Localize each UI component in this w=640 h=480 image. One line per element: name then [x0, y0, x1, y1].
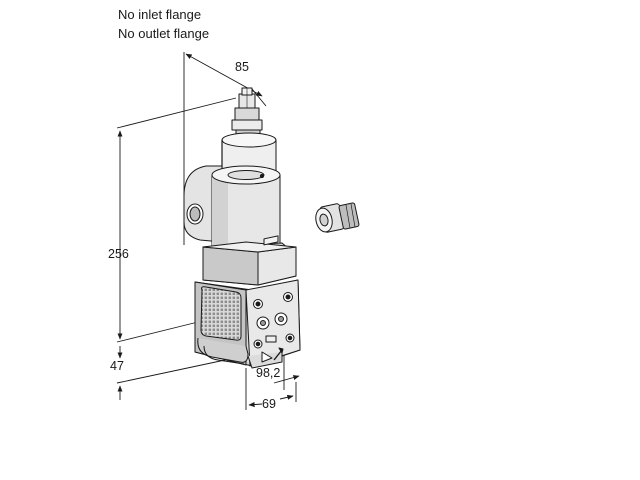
dim-label-69: 69 — [262, 397, 276, 411]
dim-label-47: 47 — [110, 359, 124, 373]
valve-illustration — [183, 87, 360, 369]
base-ribs — [197, 337, 283, 369]
note-no-outlet-flange: No outlet flange — [118, 26, 210, 41]
dim-arrow-69-left — [248, 402, 263, 408]
extension-line-top — [116, 97, 237, 129]
dim-label-85: 85 — [235, 60, 249, 74]
extension-line-bottom — [116, 359, 226, 384]
solenoid-coil — [211, 165, 281, 258]
front-grille — [200, 286, 242, 341]
dim-label-256: 256 — [108, 247, 129, 261]
valve-block-upper — [202, 241, 297, 286]
dimension-lines — [116, 52, 300, 410]
side-panel-details — [253, 235, 295, 363]
dim-arrow-98 — [273, 375, 300, 384]
note-no-inlet-flange: No inlet flange — [118, 7, 202, 22]
extension-line-mid — [116, 321, 199, 343]
dim-arrow-69-right — [279, 394, 294, 400]
dim-label-98-2: 98,2 — [256, 366, 280, 380]
cable-gland — [315, 202, 360, 233]
